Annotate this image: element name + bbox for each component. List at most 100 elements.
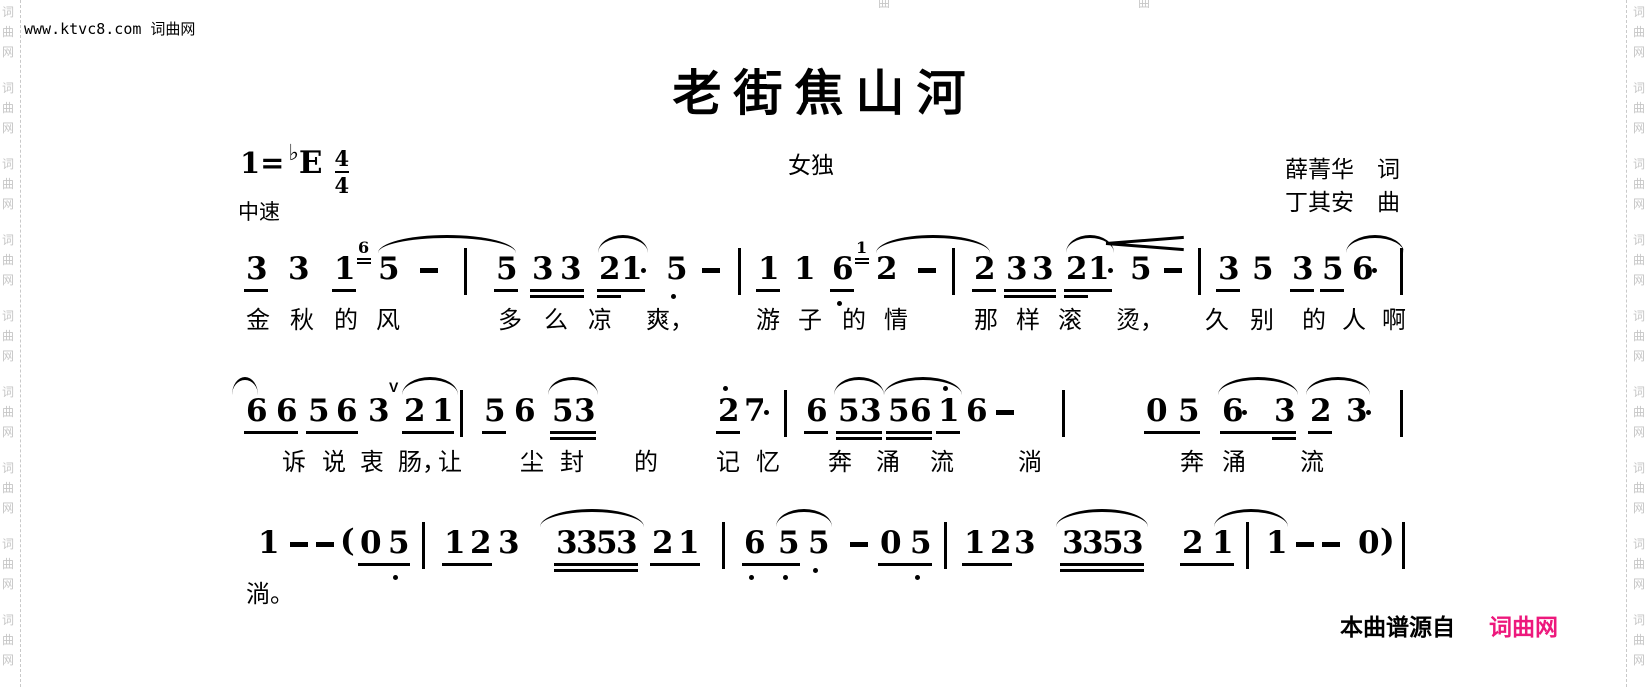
watermark-char: 网 — [2, 653, 15, 667]
lyric-syllable: 子 — [798, 306, 822, 334]
dotted-note-dot — [1366, 410, 1371, 415]
jianpu-note: 0 — [1358, 525, 1380, 561]
watermark-char: 词 — [1633, 5, 1646, 19]
jianpu-note: 5 — [910, 525, 932, 561]
barline — [460, 390, 463, 437]
jianpu-note: 5 — [378, 251, 400, 287]
duration-dash — [850, 542, 868, 547]
dotted-note-dot — [1242, 410, 1247, 415]
beam-line — [886, 437, 932, 440]
beam-line — [836, 431, 882, 434]
jianpu-note: 3 — [1082, 525, 1104, 561]
lyric-syllable: 样 — [1016, 306, 1040, 334]
slur-arc — [1066, 235, 1114, 253]
watermark-char: 曲 — [1138, 0, 1151, 8]
lyric-syllable: 奔 — [828, 448, 852, 476]
jianpu-note: 7 — [744, 393, 766, 429]
lyric-syllable: 那 — [974, 306, 998, 334]
jianpu-note: 1 — [258, 525, 280, 561]
beam-line — [804, 431, 828, 434]
beam-line — [936, 431, 960, 434]
watermark-char: 曲 — [1633, 481, 1646, 495]
watermark-char: 曲 — [2, 481, 15, 495]
crescendo-hairpin — [1105, 242, 1184, 251]
lyric-syllable: 啊 — [1382, 306, 1406, 334]
lyric-syllable: 滚 — [1058, 306, 1082, 334]
jianpu-note: 5 — [888, 393, 910, 429]
jianpu-note: 0 — [1146, 393, 1168, 429]
lyric-syllable: 金 — [246, 306, 270, 334]
jianpu-note: 1 — [1088, 251, 1110, 287]
jianpu-note: 3 — [560, 251, 582, 287]
jianpu-note: 5 — [1322, 251, 1344, 287]
watermark-fragment: 曲 — [1138, 0, 1152, 8]
octave-dot-low — [393, 575, 398, 580]
slur-arc — [1056, 509, 1148, 527]
duration-dash — [1164, 268, 1182, 273]
watermark-char: 词 — [2, 613, 15, 627]
duration-dash — [702, 268, 720, 273]
jianpu-note: 3 — [1218, 251, 1240, 287]
jianpu-note: 2 — [876, 251, 898, 287]
watermark-char: 词 — [1633, 537, 1646, 551]
octave-dot-low — [813, 568, 818, 573]
beam-line — [402, 431, 454, 434]
octave-dot-low — [837, 301, 842, 306]
jianpu-note: 6 — [806, 393, 828, 429]
beam-line — [650, 563, 700, 566]
barline — [722, 522, 725, 569]
jianpu-note: 6 — [1352, 251, 1374, 287]
jianpu-note: 3 — [1062, 525, 1084, 561]
song-title: 老街焦山河 — [672, 64, 978, 122]
key-prefix: 1= — [240, 146, 285, 180]
jianpu-note: 3 — [368, 393, 390, 429]
barline — [1198, 248, 1201, 295]
jianpu-note: 6 — [246, 393, 268, 429]
jianpu-note: 1 — [621, 251, 643, 287]
jianpu-note: 5 — [778, 525, 800, 561]
jianpu-note: 3 — [574, 393, 596, 429]
duration-dash — [1296, 542, 1314, 547]
jianpu-note: 5 — [1252, 251, 1274, 287]
jianpu-note: 5 — [1130, 251, 1152, 287]
source-brand-link[interactable]: 词曲网 — [1489, 614, 1558, 641]
lyric-syllable: 的 — [334, 306, 358, 334]
slur-arc — [1214, 509, 1288, 527]
lyric-syllable: 流 — [930, 448, 954, 476]
jianpu-note: 3 — [498, 525, 520, 561]
source-prefix: 本曲谱源自 — [1340, 614, 1455, 641]
grace-beam — [855, 258, 869, 260]
beam-line — [358, 563, 410, 566]
watermark-char: 词 — [1633, 309, 1646, 323]
jianpu-note: 1 — [758, 251, 780, 287]
watermark-char: 网 — [2, 577, 15, 591]
beam-line — [1220, 431, 1296, 434]
dotted-note-dot — [1108, 268, 1113, 273]
lyric-syllable: 肠， — [398, 448, 446, 476]
lyric-syllable: 凉 — [588, 306, 612, 334]
barline — [1402, 522, 1405, 569]
watermark-char: 曲 — [1633, 557, 1646, 571]
dotted-note-dot — [641, 268, 646, 273]
lyric-syllable: 封 — [560, 448, 584, 476]
watermark-char: 曲 — [2, 253, 15, 267]
jianpu-note: 3 — [288, 251, 310, 287]
beam-line — [1216, 289, 1240, 292]
watermark-char: 曲 — [1633, 633, 1646, 647]
source-line: 本曲谱源自 词曲网 — [1340, 608, 1558, 642]
watermark-char: 词 — [1633, 157, 1646, 171]
jianpu-note: 2 — [652, 525, 674, 561]
slur-arc — [1346, 235, 1404, 253]
watermark-char: 词 — [1633, 385, 1646, 399]
flat-sign: ♭ — [288, 140, 299, 166]
jianpu-note: 2 — [1310, 393, 1332, 429]
beam-line — [306, 431, 358, 434]
beam-line — [1004, 295, 1056, 298]
beam-line — [742, 563, 800, 566]
left-dashed-border — [20, 0, 21, 687]
watermark-char: 词 — [2, 385, 15, 399]
watermark-char: 词 — [2, 461, 15, 475]
watermark-char: 词 — [2, 5, 15, 19]
watermark-char: 网 — [1633, 425, 1646, 439]
